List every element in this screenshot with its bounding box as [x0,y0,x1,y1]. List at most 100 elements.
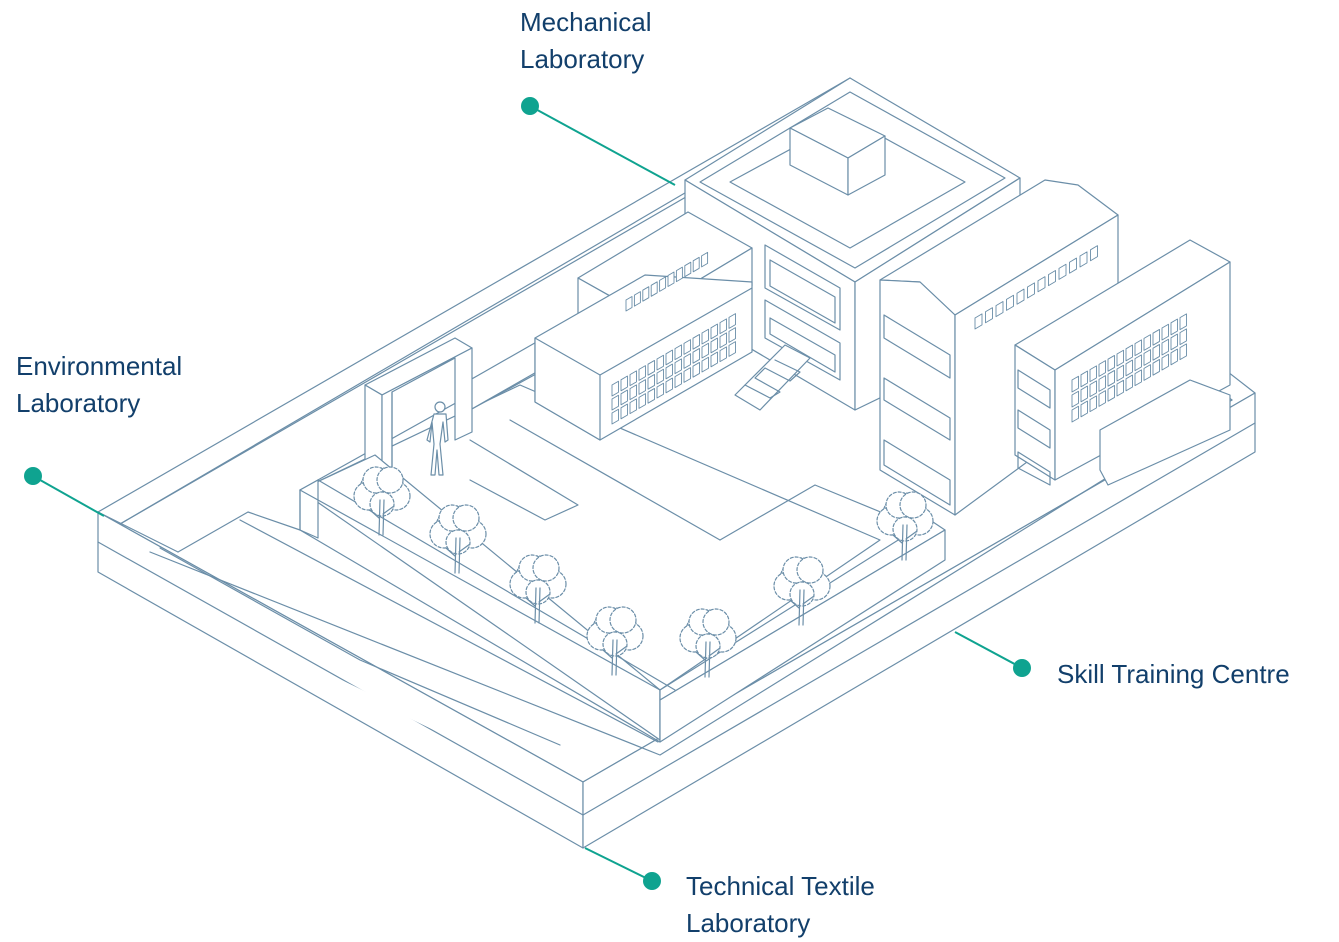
window [629,398,637,415]
window [974,313,983,330]
window [719,318,727,335]
window [692,333,700,350]
window [675,266,683,283]
window [728,313,736,329]
window [620,389,628,406]
environmental-lab-label-line2: Laboratory [16,388,141,418]
window [1143,364,1151,381]
window [1089,395,1097,413]
window [701,342,709,359]
window [683,353,691,369]
window [1116,364,1124,382]
window [1107,369,1115,387]
tree [679,608,737,678]
window [1107,354,1115,372]
window [1161,323,1169,341]
window [1037,276,1046,293]
tree [429,504,487,574]
window [1143,334,1151,351]
window [1152,343,1160,361]
window [1179,313,1187,331]
window [1179,343,1187,361]
window [1170,333,1178,351]
window [1170,348,1178,366]
window [638,365,646,381]
window [701,356,709,373]
window [674,344,682,361]
window [1069,257,1077,274]
window [611,408,619,425]
tree [876,491,934,561]
window [638,393,646,409]
window [1080,400,1088,418]
window [1170,318,1178,336]
window [985,307,993,324]
window [1027,282,1035,299]
window [667,271,675,287]
left-wing-building [534,211,753,441]
tree [586,606,644,676]
window [710,323,718,340]
window [710,351,718,368]
window [1058,263,1067,280]
window [1134,369,1142,387]
window [620,403,628,420]
window [683,367,691,383]
window [1161,353,1169,371]
window [650,281,658,297]
window [728,327,736,343]
window [1089,365,1097,383]
entrance-gate [364,337,473,471]
window [692,347,700,364]
window [1125,344,1133,362]
window [665,377,673,394]
window [684,261,692,278]
tree [509,554,567,624]
window [1071,390,1079,408]
window [1116,349,1124,367]
window [1125,374,1133,392]
window [1143,349,1151,366]
window [633,291,641,307]
window [1098,360,1106,377]
window [1125,359,1133,377]
window [1089,380,1097,398]
textile-lab-label-line1: Technical Textile [686,871,875,901]
mechanical-lab-label-line2: Laboratory [520,44,645,74]
window [620,375,628,392]
window [665,349,673,366]
skill-centre-label: Skill Training Centre [1057,656,1290,693]
window [647,387,655,404]
window [656,354,664,371]
window [1098,390,1106,407]
window [1016,288,1025,305]
window [647,359,655,376]
window [728,341,736,357]
window [710,337,718,354]
window [719,332,727,349]
callouts [24,97,1031,890]
window [625,296,633,312]
window [719,346,727,363]
window [642,286,650,302]
window [611,380,619,397]
window [665,363,673,380]
window [674,372,682,389]
window [1116,379,1124,397]
window [1179,328,1187,346]
window [1090,245,1098,262]
mechanical-lab-label-line1: Mechanical [520,7,652,37]
window [1071,375,1079,393]
window [1079,251,1088,268]
window [611,394,619,411]
window [629,384,637,401]
window [629,370,637,387]
window [1152,328,1160,346]
window [683,339,691,355]
window [701,328,709,345]
window [1006,294,1014,311]
window [692,361,700,378]
window [656,368,664,385]
textile-lab-label-line2: Laboratory [686,908,811,938]
